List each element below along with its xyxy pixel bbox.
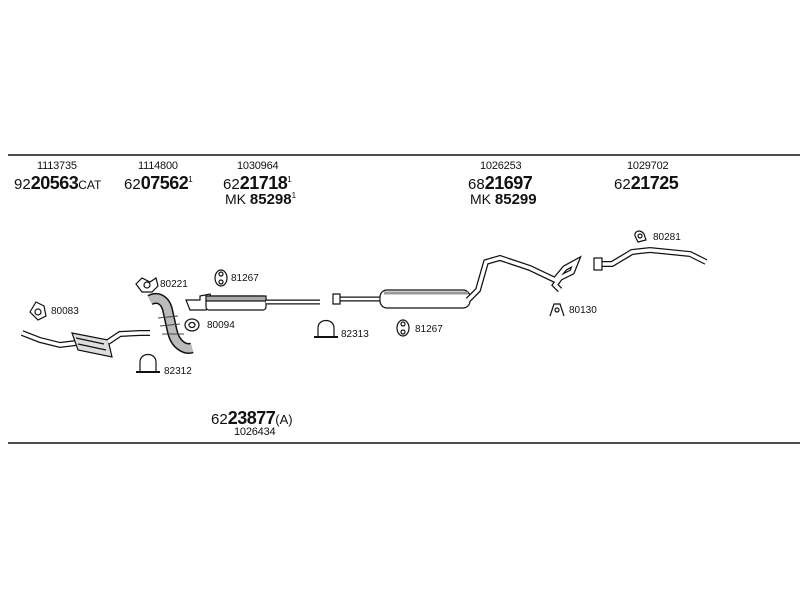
callout-80221: 80221 bbox=[160, 279, 188, 290]
rubber-hanger-icon-81267a bbox=[214, 269, 228, 287]
kit-suffix: (A) bbox=[275, 412, 293, 427]
kit-prefix: 62 bbox=[211, 411, 228, 428]
part-number-5: 6221725 bbox=[614, 173, 679, 194]
part-code: 07562 bbox=[140, 173, 189, 193]
part-prefix: 62 bbox=[124, 176, 141, 193]
ref-number-4: 1026253 bbox=[480, 160, 522, 172]
part-prefix: 62 bbox=[223, 176, 240, 193]
kit-ref-number: 1026434 bbox=[234, 426, 276, 438]
front-silencer bbox=[185, 293, 320, 311]
kit-code: 23877 bbox=[227, 408, 276, 428]
part-prefix: 68 bbox=[468, 176, 485, 193]
part-number-1: 9220563CAT bbox=[14, 173, 101, 194]
part-suffix: CAT bbox=[78, 178, 102, 192]
callout-80083: 80083 bbox=[51, 306, 79, 317]
rubber-hanger-icon-81267b bbox=[396, 319, 410, 337]
clamp-icon-82313 bbox=[314, 319, 338, 338]
part-prefix: 62 bbox=[614, 176, 631, 193]
part-code: 21697 bbox=[484, 173, 533, 193]
callout-80094: 80094 bbox=[207, 320, 235, 331]
callout-80130: 80130 bbox=[569, 305, 597, 316]
ref-number-3: 1030964 bbox=[237, 160, 279, 172]
mk-code: 85299 bbox=[494, 191, 537, 208]
flex-pipe bbox=[147, 293, 194, 354]
mk-number-4: MK 85299 bbox=[470, 191, 537, 208]
part-code: 20563 bbox=[30, 173, 79, 193]
callout-81267-a: 81267 bbox=[231, 273, 259, 284]
part-code: 21718 bbox=[239, 173, 288, 193]
gasket-icon-80221 bbox=[135, 277, 159, 293]
callout-80281: 80281 bbox=[653, 232, 681, 243]
ref-number-1: 1113735 bbox=[37, 160, 77, 172]
mk-number-3: MK 852981 bbox=[225, 191, 296, 208]
part-superscript: 1 bbox=[287, 175, 292, 184]
hanger-icon-80130 bbox=[549, 303, 565, 317]
gasket-icon-80083 bbox=[29, 301, 47, 321]
callout-81267-b: 81267 bbox=[415, 324, 443, 335]
mk-code: 85298 bbox=[249, 191, 292, 208]
part-number-4: 6821697 bbox=[468, 173, 533, 194]
tail-pipe bbox=[593, 246, 708, 271]
part-prefix: 92 bbox=[14, 176, 31, 193]
gasket-icon-80094 bbox=[184, 318, 200, 332]
callout-82312: 82312 bbox=[164, 366, 192, 377]
kit-part-number: 6223877(A) bbox=[211, 408, 293, 429]
callout-82313: 82313 bbox=[341, 329, 369, 340]
ref-number-5: 1029702 bbox=[627, 160, 669, 172]
clamp-icon-82312 bbox=[136, 353, 160, 373]
front-pipe-catalyst bbox=[20, 330, 150, 358]
center-silencer bbox=[332, 254, 582, 309]
part-superscript: 1 bbox=[188, 175, 193, 184]
part-number-2: 62075621 bbox=[124, 173, 193, 194]
ref-number-2: 1114800 bbox=[138, 160, 178, 172]
mk-prefix: MK bbox=[225, 191, 246, 207]
hanger-icon-80281 bbox=[634, 230, 647, 243]
part-code: 21725 bbox=[630, 173, 679, 193]
mk-superscript: 1 bbox=[291, 191, 297, 200]
part-number-3: 62217181 bbox=[223, 173, 292, 194]
mk-prefix: MK bbox=[470, 191, 491, 207]
